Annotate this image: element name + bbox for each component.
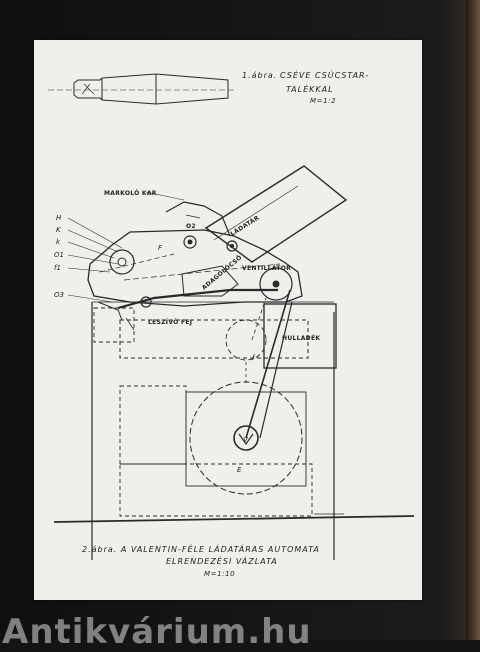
label-adagolo-cso: ADAGOLÓCSŐ [201, 254, 244, 291]
label-f: F [158, 244, 163, 252]
label-f-lower: f [252, 354, 256, 362]
fig1-scale: M=1:2 [310, 97, 336, 105]
watermark: Antikvárium.hu [2, 612, 312, 652]
label-ventillator: VENTILLÁTOR [242, 265, 291, 272]
fig2-scale: M=1:10 [204, 570, 235, 578]
machine-drawing [53, 165, 415, 560]
label-v: V [243, 436, 249, 444]
side-label-k-lower: k [56, 238, 61, 246]
side-label-k-upper: K [56, 226, 62, 234]
wooden-edge [466, 0, 480, 640]
label-leszivo-fej: LESZÍVÓ FEJ [148, 318, 192, 326]
side-label-o1: O1 [54, 251, 64, 259]
bobbin-drawing [48, 73, 234, 105]
label-o2: O2 [186, 223, 196, 230]
label-e: E [237, 466, 242, 474]
side-label-h: H [56, 214, 62, 222]
fig2-caption-line1: 2.ábra. A VALENTIN-FÉLE LÁDATÁRAS AUTOMA… [82, 543, 320, 554]
fig1-number: 1.ábra. [242, 71, 277, 80]
side-label-o3: O3 [54, 291, 64, 299]
fig1-title-line2: TALÉKKAL [286, 83, 334, 94]
label-ladatar: LÁDATÁR [229, 214, 260, 237]
technical-drawing: 1.ábra. CSÉVE CSÚCSTAR- TALÉKKAL M=1:2 M… [48, 69, 415, 578]
fig1-title-line1: CSÉVE CSÚCSTAR- [280, 69, 370, 80]
drawing-sheet: 1.ábra. CSÉVE CSÚCSTAR- TALÉKKAL M=1:2 M… [34, 40, 422, 600]
side-label-f1: f1 [54, 264, 61, 272]
label-markolo-kar: MARKOLÓ KAR [104, 190, 157, 197]
label-hulladek: HULLADÉK [282, 334, 320, 342]
fig2-caption-line2: ELRENDEZÉSI VÁZLATA [166, 555, 278, 566]
